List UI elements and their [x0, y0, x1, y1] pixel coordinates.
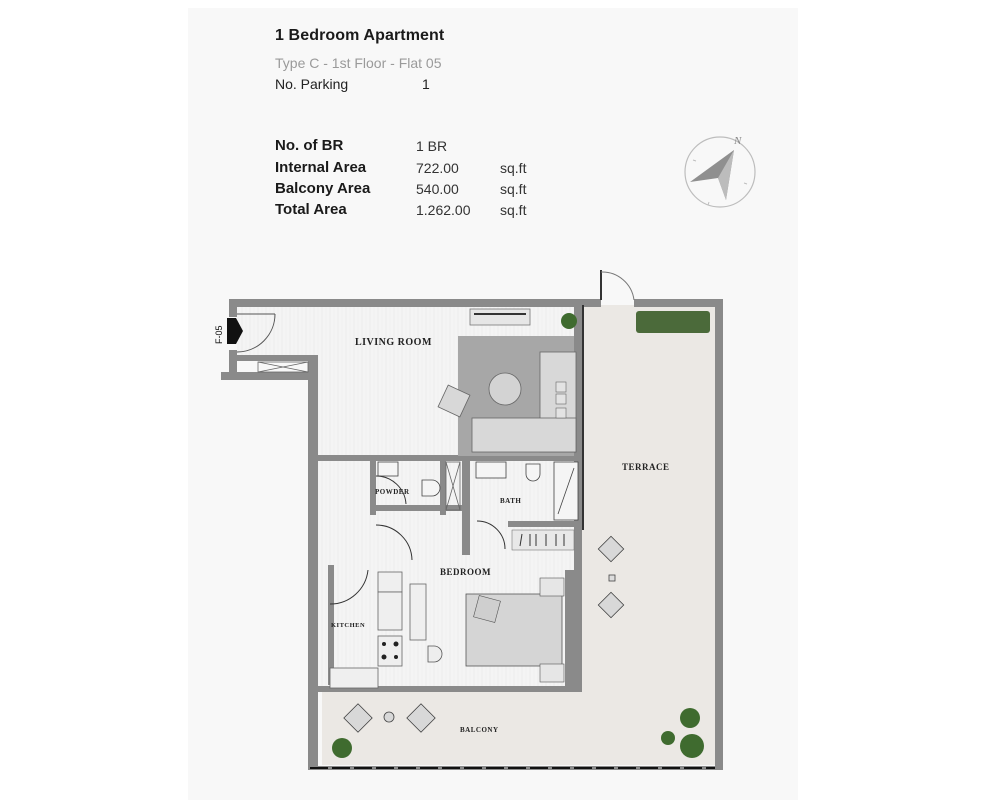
floor-plan: F-05 — [214, 270, 723, 770]
label-bath: BATH — [500, 497, 521, 505]
spec-label-balcony: Balcony Area — [275, 180, 371, 197]
spec-label-total: Total Area — [275, 201, 347, 218]
plant-icons — [332, 311, 710, 758]
spec-value-br: 1 BR — [416, 138, 448, 154]
label-kitchen: KITCHEN — [331, 622, 365, 629]
entry-marker-icon — [227, 318, 243, 344]
spec-unit-balcony: sq.ft — [500, 181, 527, 197]
unit-subtitle: Type C - 1st Floor - Flat 05 — [275, 55, 442, 71]
label-balcony: BALCONY — [460, 726, 499, 734]
label-terrace: TERRACE — [622, 462, 670, 472]
compass-north-label: N — [733, 135, 742, 147]
spec-label-br: No. of BR — [275, 137, 344, 154]
parking-label: No. Parking — [275, 76, 349, 92]
spec-unit-internal: sq.ft — [500, 160, 527, 176]
unit-tag: F-05 — [214, 325, 224, 344]
spec-unit-total: sq.ft — [500, 202, 527, 218]
spec-value-balcony: 540.00 — [416, 181, 459, 197]
page-title: 1 Bedroom Apartment — [275, 27, 445, 44]
label-living-room: LIVING ROOM — [355, 337, 432, 348]
parking-value: 1 — [422, 76, 430, 92]
terrace-floor — [580, 305, 715, 765]
balcony-floor — [322, 692, 715, 765]
label-powder: POWDER — [375, 488, 410, 496]
north-arrow-icon: N — [684, 135, 756, 208]
label-bedroom: BEDROOM — [440, 567, 491, 577]
spec-value-internal: 722.00 — [416, 160, 459, 176]
spec-label-internal: Internal Area — [275, 159, 367, 176]
spec-value-total: 1.262.00 — [416, 202, 471, 218]
